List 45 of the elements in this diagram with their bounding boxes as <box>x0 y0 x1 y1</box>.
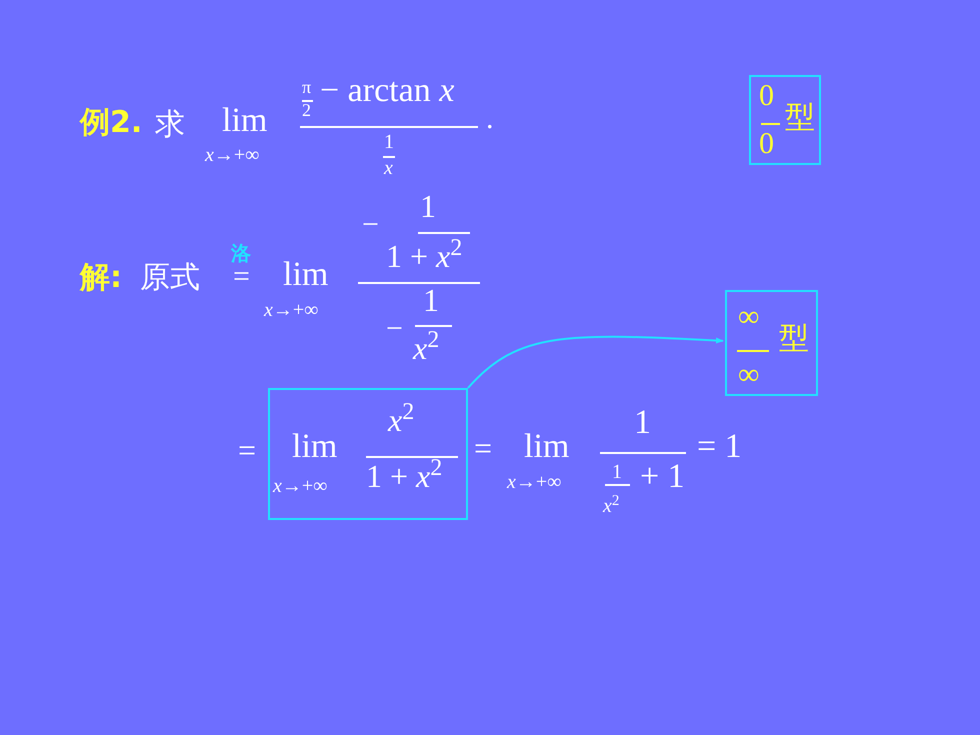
numerator: ∞ <box>738 302 760 332</box>
math-term: x$^{2}$ <box>603 496 620 516</box>
limit-operator: lim <box>524 430 570 464</box>
highlight-box <box>749 75 821 165</box>
math-term: 1 + x$^{2}$ <box>366 460 442 492</box>
math-term: − <box>362 210 379 240</box>
denominator: ∞ <box>738 360 760 390</box>
equals-sign: = <box>238 434 256 466</box>
limit-subscript: x→+∞ <box>273 476 328 496</box>
curved-arrow <box>467 336 724 389</box>
limit-subscript: x→+∞ <box>205 145 260 165</box>
type-label: 型 <box>785 103 815 133</box>
math-term: 1 <box>612 462 622 482</box>
math-term: − arctan x <box>320 74 454 108</box>
math-term: 1 <box>384 132 394 152</box>
highlight-box <box>725 290 818 396</box>
math-term: 2 <box>302 101 311 119</box>
denominator: 0 <box>759 129 774 159</box>
math-term: + 1 <box>640 460 685 494</box>
instruction-text: 求 <box>155 110 185 140</box>
math-term: 1 <box>634 406 651 440</box>
math-term: 1 <box>423 284 439 316</box>
numerator: 0 <box>759 81 774 111</box>
limit-operator: lim <box>283 258 328 292</box>
math-term: = 1 <box>697 430 742 464</box>
equals-sign: = <box>233 262 250 292</box>
example-number: 例2. <box>80 108 142 138</box>
highlight-box <box>268 388 468 520</box>
limit-subscript: x→+∞ <box>507 472 562 492</box>
math-term: . <box>486 104 494 134</box>
math-term: π <box>302 78 312 96</box>
instruction-text: 原式 <box>140 263 200 293</box>
math-term: x <box>384 158 393 178</box>
type-label: 型 <box>779 324 809 354</box>
rule-note: 洛 <box>231 243 251 263</box>
limit-operator: lim <box>292 430 338 464</box>
math-term: x$^{2}$ <box>388 404 414 436</box>
limit-operator: lim <box>222 104 268 138</box>
solution-label: 解: <box>80 263 122 293</box>
limit-subscript: x→+∞ <box>264 300 318 320</box>
equals-sign: = <box>474 432 492 464</box>
math-term: x$^{2}$ <box>413 332 440 364</box>
math-term: 1 + x$^{2}$ <box>386 240 462 272</box>
math-term: 1 <box>420 190 436 222</box>
math-term: − <box>386 314 403 344</box>
